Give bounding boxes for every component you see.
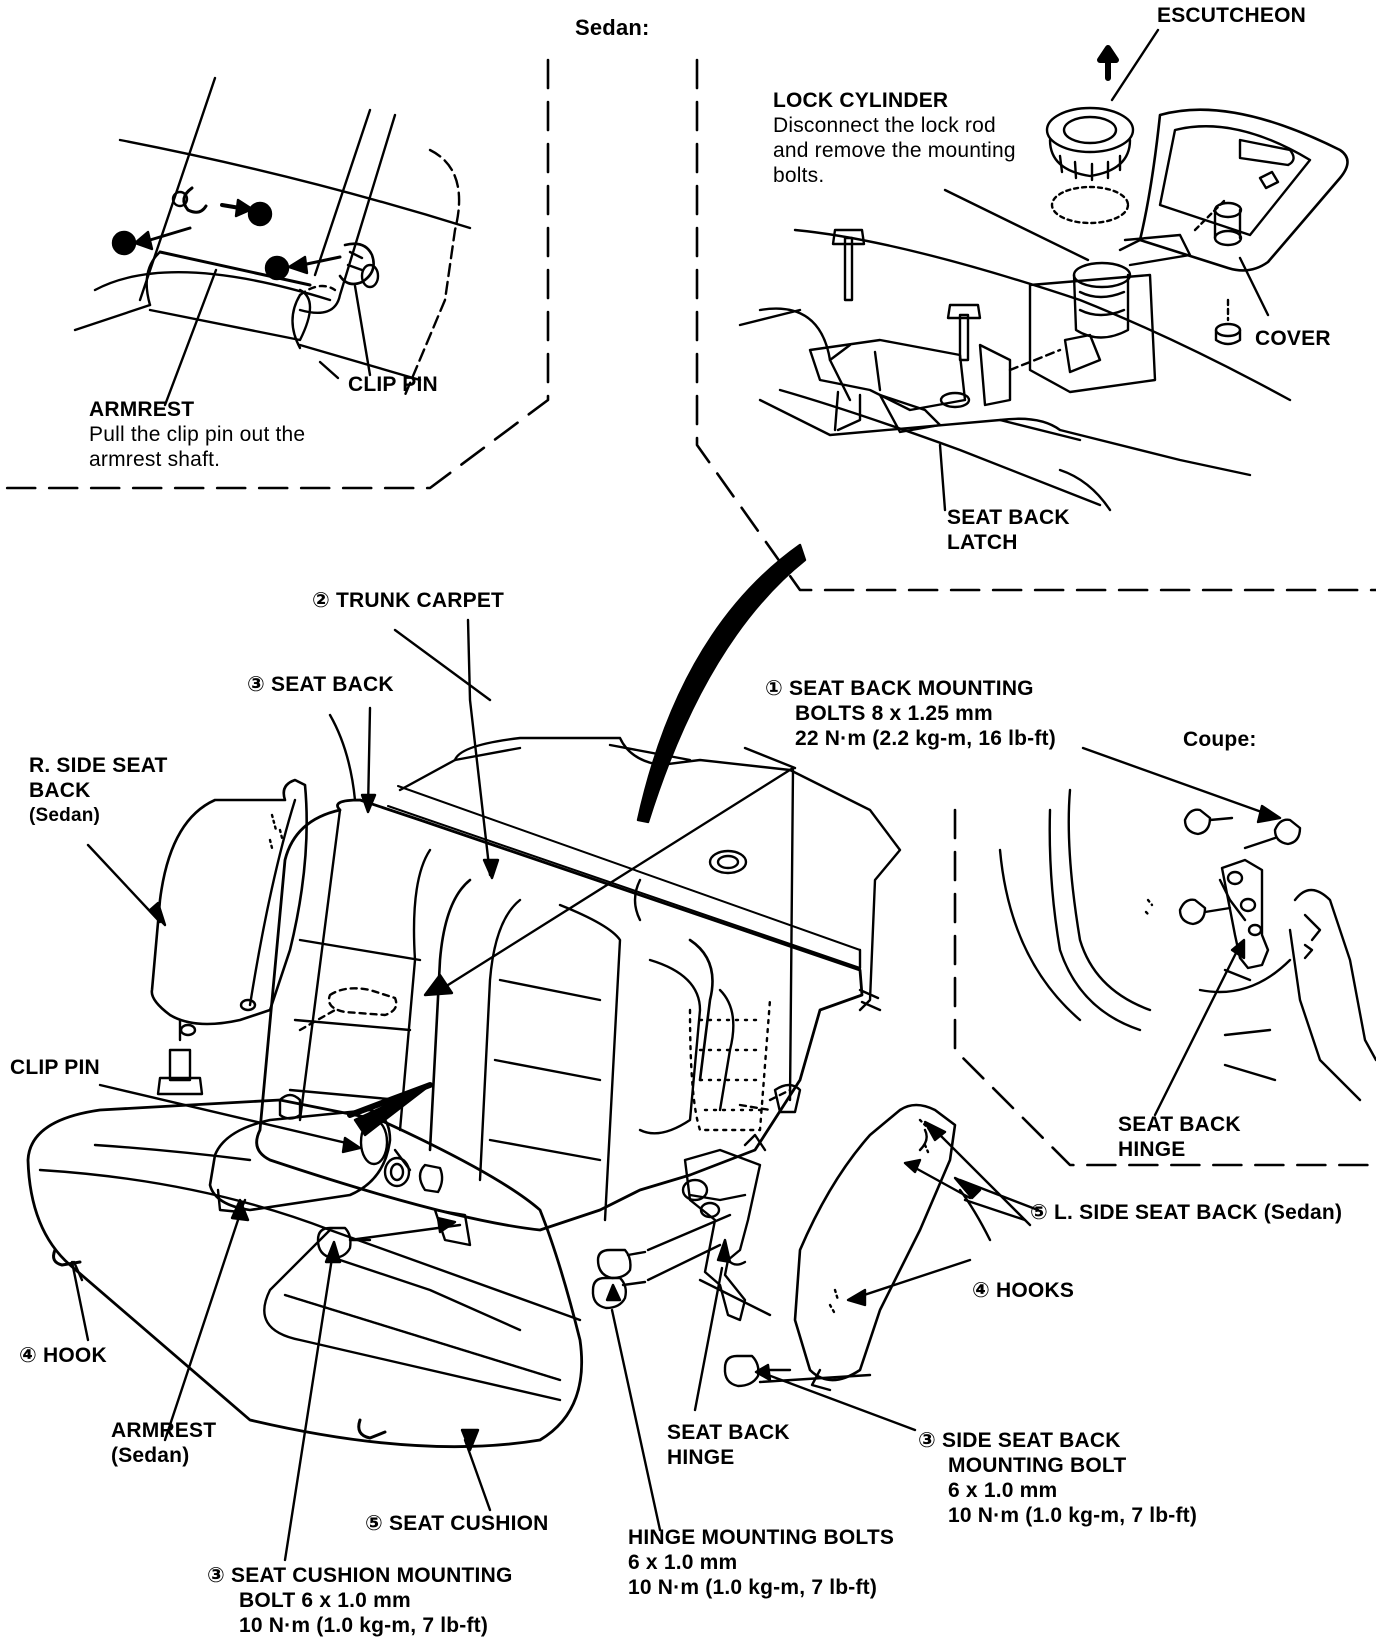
sbmb-line-3: 22 N·m (2.2 kg-m, 16 lb-ft) (795, 727, 1056, 750)
cover-label: COVER (1255, 327, 1331, 350)
seat-cushion-mounting-bolt-label: ③ SEAT CUSHION MOUNTING BOLT 6 x 1.0 mm … (207, 1563, 513, 1638)
seat-back-part (255, 798, 864, 1232)
ssbmb-line-3: 6 x 1.0 mm (948, 1479, 1058, 1502)
scmb-line-1: ③ SEAT CUSHION MOUNTING (207, 1564, 513, 1587)
lock-cylinder-note-2: and remove the mounting (773, 139, 1016, 162)
clip-pin-arrow (353, 1083, 432, 1137)
armrest-part (208, 1108, 392, 1212)
armrest-sedan-line-2: (Sedan) (111, 1444, 190, 1467)
sbmb-line-1: ① SEAT BACK MOUNTING (765, 677, 1034, 700)
seat-back-latch-part (808, 338, 967, 412)
ssbmb-line-2: MOUNTING BOLT (948, 1454, 1127, 1477)
lock-cylinder-note-3: bolts. (773, 164, 825, 187)
seat-cushion-label: ⑤ SEAT CUSHION (365, 1512, 549, 1535)
side-seat-back-mounting-bolt-label: ③ SIDE SEAT BACK MOUNTING BOLT 6 x 1.0 m… (918, 1428, 1197, 1528)
coupe-section-title: Coupe: (1183, 728, 1257, 751)
seat-cushion-part (26, 1098, 584, 1449)
escutcheon-label: ESCUTCHEON (1157, 4, 1307, 27)
armrest-top-note-2: armrest shaft. (89, 448, 221, 471)
coupe-inset-border (953, 808, 1376, 1167)
hmb-line-3: 10 N·m (1.0 kg-m, 7 lb-ft) (628, 1576, 878, 1599)
seat-back-hinge-part (683, 1148, 762, 1322)
clip-pin-top-label: CLIP PIN (348, 373, 438, 396)
seat-back-latch-line-1: SEAT BACK (947, 506, 1070, 529)
hook-label: ④ HOOK (19, 1344, 107, 1367)
l-side-seat-back-label: ⑤ L. SIDE SEAT BACK (Sedan) (1030, 1201, 1343, 1224)
seat-back-hinge-label: SEAT BACK HINGE (667, 1420, 790, 1470)
dot-marker-2 (247, 201, 273, 227)
ssbmb-line-1: ③ SIDE SEAT BACK (918, 1429, 1121, 1452)
seat-back-label: ③ SEAT BACK (247, 673, 394, 696)
r-side-seat-back-line-1: R. SIDE SEAT (29, 754, 168, 777)
hooks-label: ④ HOOKS (972, 1279, 1075, 1302)
up-arrow (1097, 45, 1119, 81)
detail-pointer (636, 543, 807, 824)
hmb-line-1: HINGE MOUNTING BOLTS (628, 1526, 895, 1549)
lock-cylinder-note-1: Disconnect the lock rod (773, 114, 996, 137)
hmb-line-2: 6 x 1.0 mm (628, 1551, 738, 1574)
armrest-top-note-1: Pull the clip pin out the (89, 423, 306, 446)
ssbmb-line-4: 10 N·m (1.0 kg-m, 7 lb-ft) (948, 1504, 1198, 1527)
sedan-section-title: Sedan: (575, 15, 650, 40)
armrest-sedan-label: ARMREST (Sedan) (111, 1418, 216, 1468)
r-side-seat-back-part (150, 778, 308, 1026)
seat-back-mounting-bolts-label: ① SEAT BACK MOUNTING BOLTS 8 x 1.25 mm 2… (765, 676, 1056, 751)
clip-pin-label: CLIP PIN (10, 1056, 100, 1079)
r-side-seat-back-line-3: (Sedan) (29, 805, 101, 826)
rear-shelf (453, 736, 902, 1012)
seat-back-hinge-line-2: HINGE (667, 1446, 735, 1469)
escutcheon-part (1045, 106, 1135, 154)
trunk-carpet-label: ② TRUNK CARPET (312, 589, 505, 612)
l-side-seat-back-part (793, 1103, 957, 1382)
inset-borders (0, 58, 1376, 1167)
coupe-hinge-detail (998, 788, 1376, 1117)
armrest-detail (73, 76, 472, 407)
latch-inset-border (695, 58, 1376, 592)
main-seat-assembly (26, 618, 1282, 1562)
cover-part (1138, 108, 1349, 272)
coupe-hinge-line-1: SEAT BACK (1118, 1113, 1241, 1136)
coupe-hinge-line-2: HINGE (1118, 1138, 1186, 1161)
r-side-seat-back-label: R. SIDE SEAT BACK (Sedan) (29, 753, 168, 828)
coupe-seat-back-hinge-label: SEAT BACK HINGE (1118, 1112, 1241, 1162)
hinge-mounting-bolts-label: HINGE MOUNTING BOLTS 6 x 1.0 mm 10 N·m (… (628, 1525, 894, 1600)
armrest-top-title: ARMREST (89, 398, 195, 421)
scmb-line-3: 10 N·m (1.0 kg-m, 7 lb-ft) (239, 1614, 489, 1637)
lock-cylinder-part (1028, 273, 1157, 394)
lock-cylinder-title: LOCK CYLINDER (773, 89, 949, 112)
seat-back-hinge-line-1: SEAT BACK (667, 1421, 790, 1444)
sbmb-line-2: BOLTS 8 x 1.25 mm (795, 702, 993, 725)
armrest-sedan-line-1: ARMREST (111, 1419, 217, 1442)
dot-marker-3 (264, 255, 290, 281)
r-side-seat-back-line-2: BACK (29, 779, 91, 802)
armrest-top-label: ARMREST Pull the clip pin out the armres… (89, 397, 305, 472)
latch-detail (738, 28, 1349, 512)
lock-cylinder-label: LOCK CYLINDER Disconnect the lock rod an… (773, 88, 1016, 188)
seat-back-latch-line-2: LATCH (947, 531, 1018, 554)
seat-back-latch-label: SEAT BACK LATCH (947, 505, 1070, 555)
dot-marker-1 (111, 230, 137, 256)
armrest-inset-border (0, 58, 550, 490)
scmb-line-2: BOLT 6 x 1.0 mm (239, 1589, 411, 1612)
